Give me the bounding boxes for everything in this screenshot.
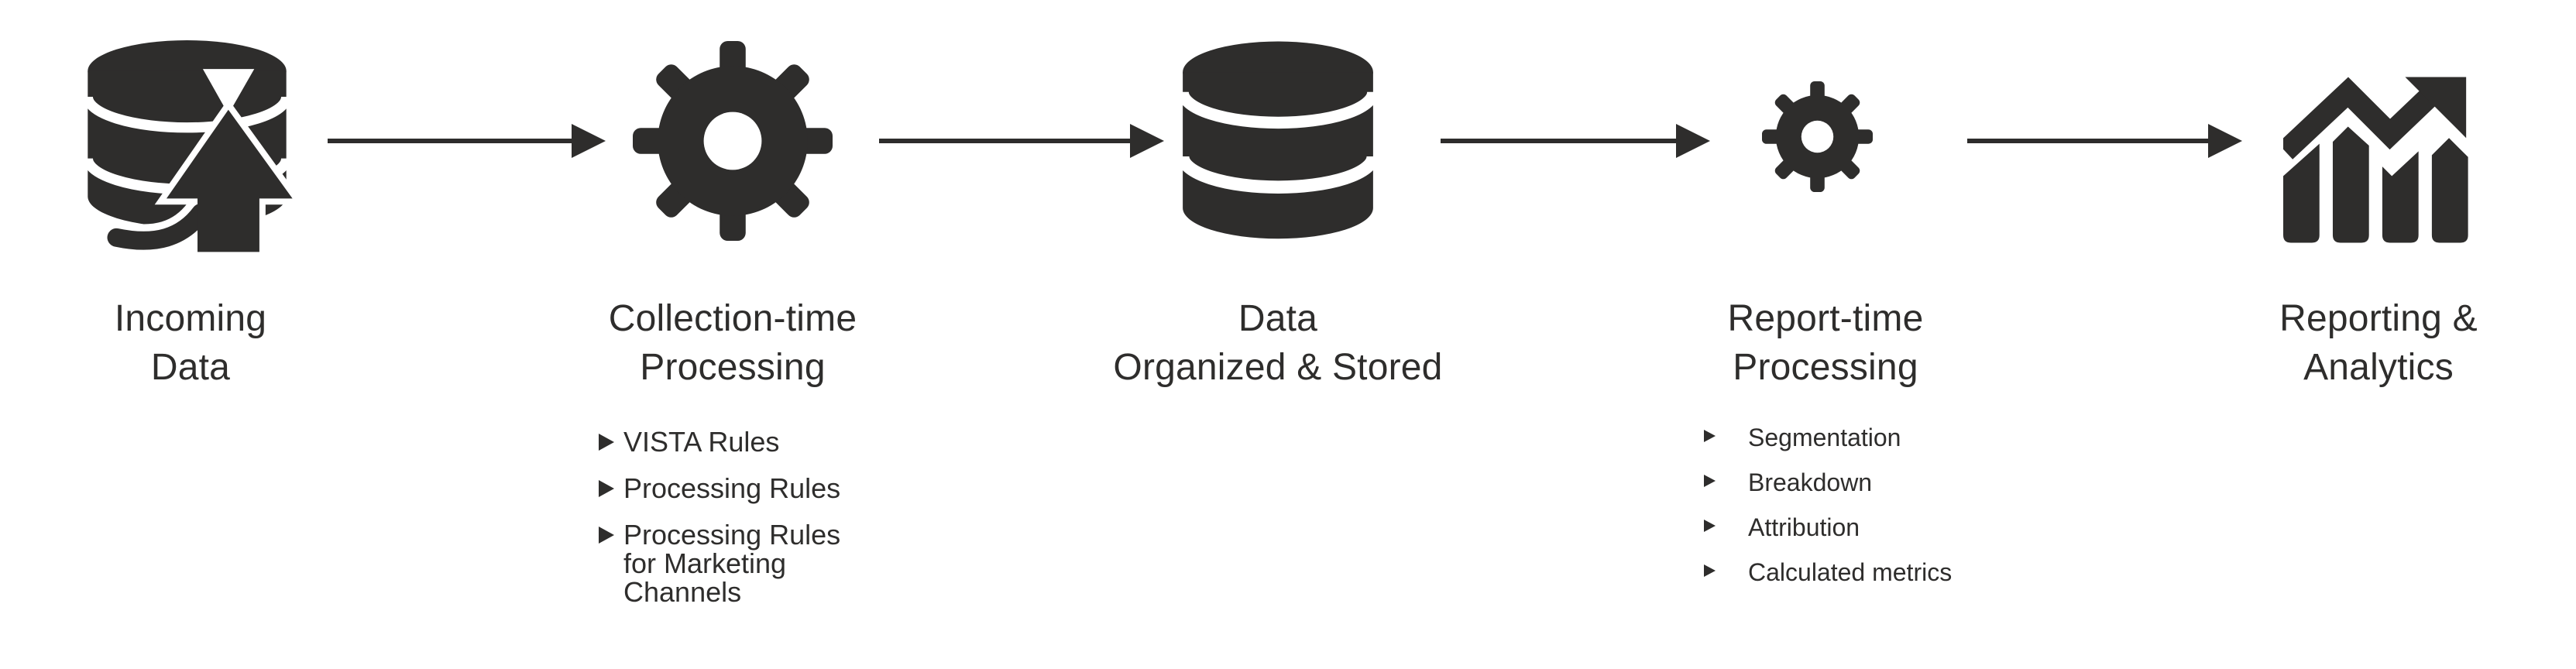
stage-title: Collection-time Processing <box>547 294 919 392</box>
stage-title-line: Analytics <box>2303 347 2454 388</box>
list-item-text: Processing Rules for Marketing Channels <box>623 519 841 608</box>
arrow-shaft <box>1441 139 1676 143</box>
stage-title: Reporting & Analytics <box>2231 294 2526 392</box>
collection-time-rules-list: VISTA Rules Processing Rules Processing … <box>599 427 848 624</box>
flow-arrow <box>1967 124 2242 158</box>
bullet-triangle-icon <box>599 434 614 451</box>
bullet-triangle-icon <box>1704 564 1716 577</box>
stage-title-line: Reporting & <box>2279 298 2478 339</box>
database-icon <box>1179 41 1377 239</box>
bar-chart-trend-icon <box>2283 77 2468 243</box>
stage-title-line: Data <box>1238 298 1318 339</box>
list-item-text: VISTA Rules <box>623 426 780 458</box>
stage-title-line: Collection-time <box>608 298 857 339</box>
flow-arrow <box>879 124 1164 158</box>
stage-title-line: Incoming <box>114 298 267 339</box>
list-item: Segmentation <box>1704 424 2029 451</box>
arrow-shaft <box>328 139 572 143</box>
list-item: Processing Rules <box>599 474 848 503</box>
list-item: Breakdown <box>1704 469 2029 496</box>
stage-report-time-processing: Report-time Processing Segmentation Brea… <box>1655 0 1996 669</box>
database-upload-icon <box>88 40 294 254</box>
arrow-head-icon <box>2208 124 2242 158</box>
bullet-triangle-icon <box>1704 475 1716 487</box>
list-item-text: Processing Rules <box>623 472 841 504</box>
stage-title: Report-time Processing <box>1655 294 1996 392</box>
bullet-triangle-icon <box>1704 430 1716 442</box>
list-item: Calculated metrics <box>1704 559 2029 585</box>
stage-title: Data Organized & Stored <box>1077 294 1479 392</box>
stage-reporting-analytics: Reporting & Analytics <box>2231 0 2526 669</box>
arrow-head-icon <box>572 124 606 158</box>
stage-title-line: Data <box>150 347 231 388</box>
list-item: Processing Rules for Marketing Channels <box>599 520 848 606</box>
list-item-text: Segmentation <box>1748 424 1901 451</box>
arrow-head-icon <box>1676 124 1710 158</box>
flow-arrow <box>1441 124 1710 158</box>
arrow-head-icon <box>1130 124 1164 158</box>
bullet-triangle-icon <box>1704 520 1716 532</box>
stage-title: Incoming Data <box>59 294 322 392</box>
gear-small-icon <box>1762 81 1873 192</box>
list-item: VISTA Rules <box>599 427 848 456</box>
bullet-triangle-icon <box>599 480 614 497</box>
arrow-shaft <box>879 139 1130 143</box>
stage-incoming-data: Incoming Data <box>59 0 322 669</box>
stage-title-line: Organized & Stored <box>1113 347 1443 388</box>
flow-arrow <box>328 124 606 158</box>
stage-collection-time-processing: Collection-time Processing VISTA Rules P… <box>547 0 919 669</box>
stage-title-line: Processing <box>640 347 826 388</box>
list-item-text: Calculated metrics <box>1748 558 1953 586</box>
stage-title-line: Report-time <box>1727 298 1924 339</box>
report-time-features-list: Segmentation Breakdown Attribution Calcu… <box>1704 424 2029 604</box>
list-item-text: Attribution <box>1748 513 1860 541</box>
list-item-text: Breakdown <box>1748 468 1873 496</box>
bullet-triangle-icon <box>599 527 614 544</box>
arrow-shaft <box>1967 139 2208 143</box>
gear-icon <box>633 41 833 241</box>
stage-title-line: Processing <box>1733 347 1918 388</box>
list-item: Attribution <box>1704 514 2029 540</box>
stage-data-organized-stored: Data Organized & Stored <box>1077 0 1479 669</box>
